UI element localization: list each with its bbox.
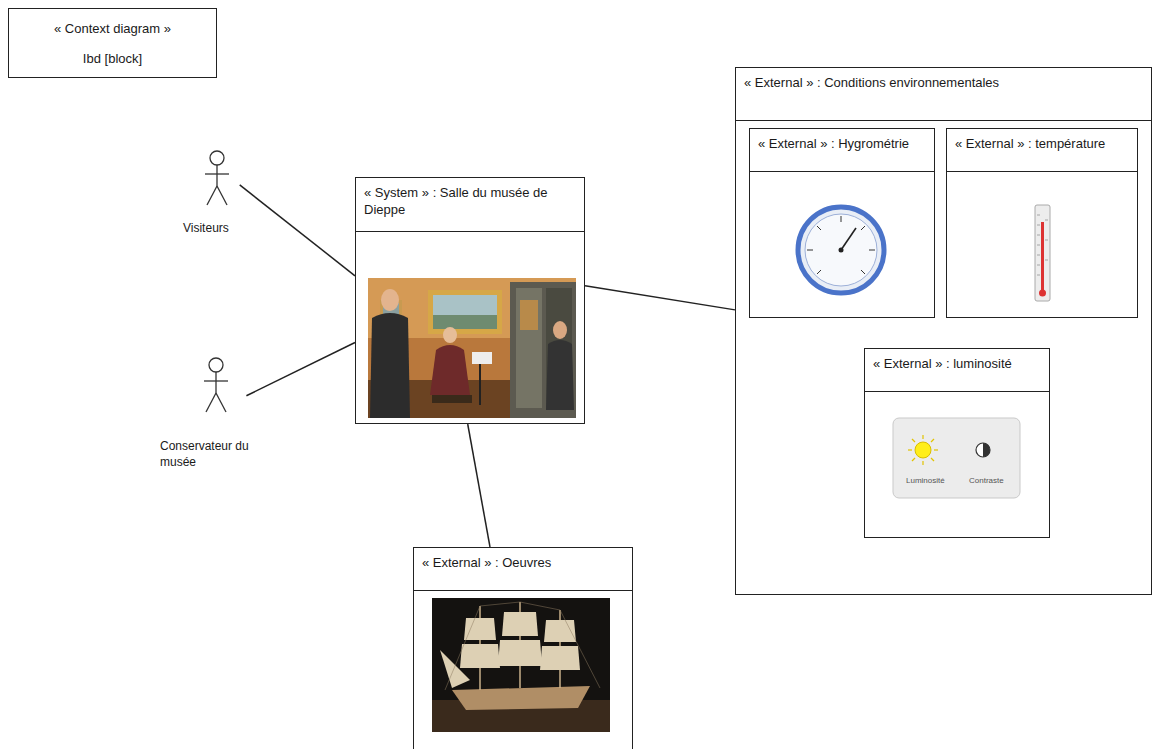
brightness-panel — [893, 418, 1020, 498]
control-caption: Luminosité — [906, 476, 945, 485]
block-header: « External » : Conditions environnementa… — [736, 68, 1151, 121]
control-caption: Contraste — [969, 476, 1004, 485]
actor-name: Visiteurs — [183, 220, 253, 236]
actor-name: Conservateur du musée — [160, 438, 280, 470]
actor-figure — [205, 151, 229, 205]
association-line — [585, 286, 735, 310]
external-block: « External » : température — [946, 128, 1138, 318]
external-block: « External » : Oeuvres — [413, 547, 633, 749]
hygrometer-icon — [798, 207, 884, 293]
actor: Conservateur du musée — [160, 354, 280, 470]
external-block: « External » : luminosité — [864, 348, 1050, 538]
block-header: « External » : luminosité — [865, 349, 1049, 392]
external-block: « External » : Hygrométrie — [749, 128, 935, 318]
actor-figure — [204, 358, 228, 412]
association-line — [468, 424, 490, 547]
association-line — [246, 342, 355, 395]
frame-stereotype: « Context diagram » — [54, 21, 171, 36]
frame-kind: Ibd [block] — [83, 51, 142, 66]
block-header: « System » : Salle du musée de Dieppe — [356, 178, 584, 232]
context-frame: « Context diagram » Ibd [block] — [8, 8, 217, 78]
block-header: « External » : Hygrométrie — [750, 129, 934, 172]
ship-photo — [432, 598, 610, 732]
block-header: « External » : température — [947, 129, 1137, 172]
actor: Visiteurs — [183, 148, 253, 236]
system-block: « System » : Salle du musée de Dieppe — [355, 177, 585, 424]
association-line — [240, 185, 355, 276]
external-group: « External » : Conditions environnementa… — [735, 67, 1152, 595]
room-photo — [368, 278, 576, 418]
block-header: « External » : Oeuvres — [414, 548, 632, 591]
thermometer-icon — [1035, 205, 1050, 301]
